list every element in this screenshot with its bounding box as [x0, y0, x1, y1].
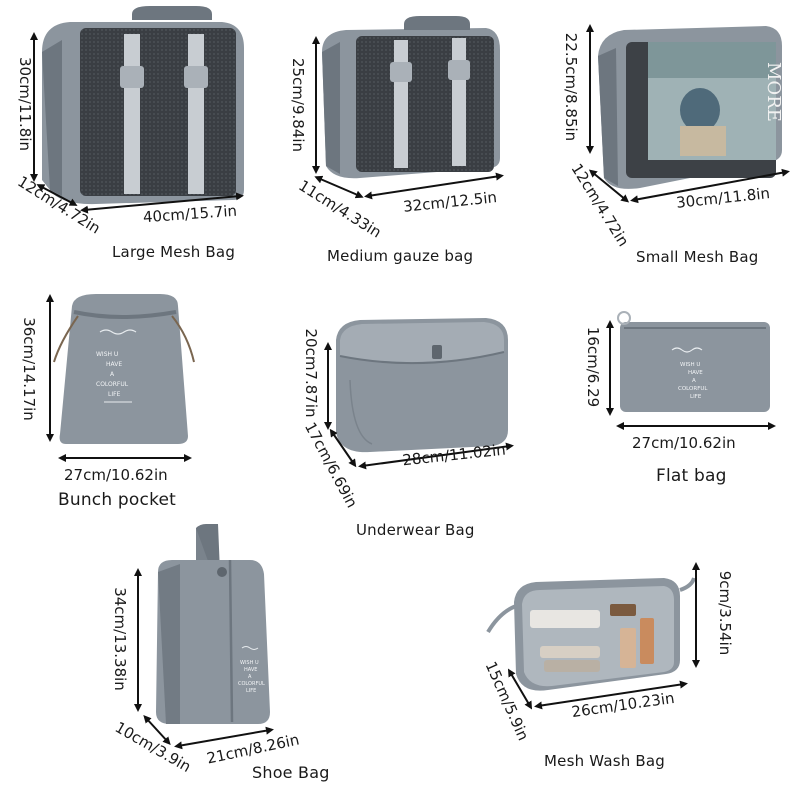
bunch-pocket-print-2: HAVE [106, 361, 122, 368]
large-bag-name: Large Mesh Bag [112, 243, 236, 261]
medium-bag-width-arrow [364, 172, 504, 200]
shoe-bag-depth-arrow [143, 715, 171, 745]
shoe-bag-print-4: COLORFUL [238, 681, 265, 687]
large-bag-height-label: 30cm/11.8in [16, 56, 34, 152]
shoe-bag-name: Shoe Bag [252, 763, 330, 782]
shoe-bag-width-arrow [174, 726, 274, 750]
mesh-wash-bag-image [486, 577, 696, 691]
underwear-bag-height-label: 20cm7.87in [302, 328, 320, 418]
wash-bag-height-label: 9cm/3.54in [716, 570, 734, 656]
flat-bag-name: Flat bag [656, 466, 727, 486]
large-bag-depth-arrow [36, 184, 78, 206]
medium-bag-depth-arrow [314, 175, 364, 199]
flat-bag-print-4: COLORFUL [678, 386, 708, 392]
flat-bag-print-2: HAVE [688, 370, 703, 376]
underwear-bag-width-arrow [358, 442, 514, 470]
magazine-cover-text: MORE [763, 62, 784, 122]
shoe-bag-print-2: HAVE [244, 667, 257, 673]
medium-gauze-bag-image [322, 16, 500, 179]
medium-bag-height-label: 25cm/9.84in [289, 57, 307, 153]
flat-bag-image: WISH U HAVE A COLORFUL LIFE [617, 311, 770, 412]
bunch-pocket-width-label: 27cm/10.62in [64, 466, 168, 484]
bunch-pocket-print-4: COLORFUL [96, 381, 129, 388]
small-mesh-bag-image: MORE [598, 26, 784, 189]
flat-bag-width-label: 27cm/10.62in [632, 434, 736, 452]
underwear-bag-depth-arrow [329, 428, 357, 468]
large-mesh-bag-image [42, 6, 244, 205]
bunch-pocket-print-1: WISH U [96, 351, 118, 358]
flat-bag-print-5: LIFE [690, 394, 702, 400]
bunch-pocket-print-5: LIFE [108, 391, 121, 398]
underwear-bag-image [336, 318, 508, 453]
small-bag-depth-arrow [588, 169, 630, 203]
shoe-bag-print-5: LIFE [246, 688, 256, 694]
bunch-pocket-image: WISH U HAVE A COLORFUL LIFE [53, 294, 195, 444]
underwear-bag-name: Underwear Bag [356, 521, 475, 539]
flat-bag-print-3: A [692, 378, 696, 384]
flat-bag-height-label: 16cm/6.29 [584, 326, 602, 408]
wash-bag-depth-arrow [507, 668, 533, 710]
medium-bag-name: Medium gauze bag [327, 247, 474, 265]
wash-bag-width-arrow [534, 680, 688, 710]
shoe-bag-print-3: A [248, 674, 252, 680]
bunch-pocket-name: Bunch pocket [58, 490, 177, 510]
large-bag-width-arrow [80, 192, 244, 214]
shoe-bag-image: WISH U HAVE A COLORFUL LIFE [156, 524, 270, 724]
shoe-bag-height-label: 34cm/13.38in [111, 587, 129, 691]
flat-bag-print-1: WISH U [680, 362, 700, 368]
bunch-pocket-print-3: A [110, 371, 115, 378]
small-bag-width-arrow [630, 168, 790, 204]
small-bag-height-label: 22.5cm/8.85in [562, 32, 580, 142]
shoe-bag-print-1: WISH U [240, 660, 259, 666]
wash-bag-name: Mesh Wash Bag [544, 752, 666, 770]
small-bag-name: Small Mesh Bag [636, 248, 759, 266]
bunch-pocket-height-label: 36cm/14.17in [20, 317, 38, 421]
